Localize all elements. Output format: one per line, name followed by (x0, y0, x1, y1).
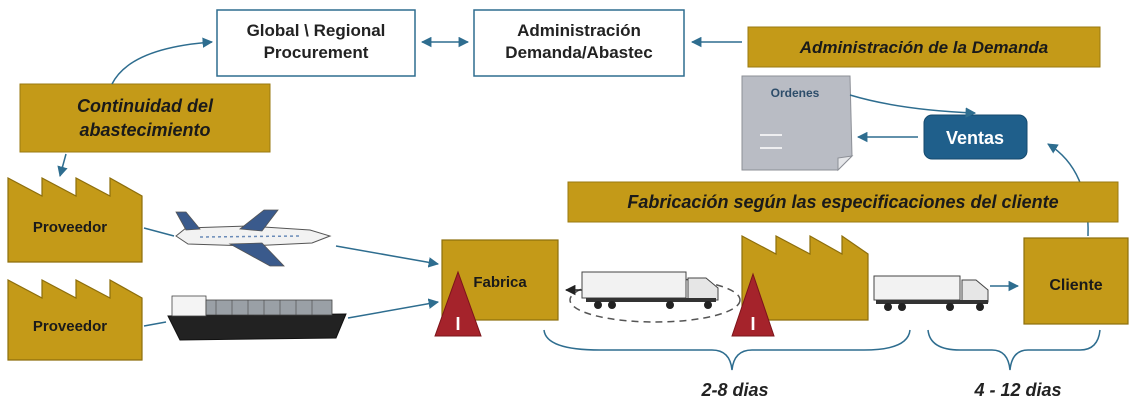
factory-2 (741, 234, 869, 321)
truck-icon-1 (581, 271, 719, 309)
dashed-loop (569, 277, 741, 323)
warning-mark-1: I (455, 314, 460, 334)
brace-2-8-dias (543, 329, 911, 371)
ventas-label: Ventas (946, 128, 1004, 148)
line-proveedor1-to-plane (143, 227, 175, 237)
ordenes-document: Ordenes (741, 75, 854, 172)
arrow-continuidad-to-procurement (111, 37, 214, 85)
arrow-plane-to-fabrica (335, 245, 440, 268)
fabrica-label: Fabrica (473, 274, 527, 291)
warning-triangle-2: I (731, 272, 775, 337)
banner-demanda: Administración de la Demanda (747, 26, 1101, 68)
continuidad-line-1: Continuidad del (77, 96, 214, 116)
line-proveedor2-to-ship (143, 321, 167, 327)
warning-mark-2: I (750, 314, 755, 334)
proveedor-factory-1: Proveedor (7, 176, 143, 263)
duration-right: 4 - 12 dias (973, 380, 1061, 400)
banner-demanda-text: Administración de la Demanda (799, 38, 1048, 57)
admin-demanda-box: Administración Demanda/Abastec (473, 9, 685, 77)
ship-icon (167, 295, 347, 341)
arrow-ship-to-fabrica (347, 298, 440, 319)
proveedor-2-label: Proveedor (33, 318, 107, 335)
proveedor-1-label: Proveedor (33, 219, 107, 236)
proveedor-factory-2: Proveedor (7, 278, 143, 361)
warning-triangle-1: I (434, 270, 482, 337)
duration-left: 2-8 dias (700, 380, 768, 400)
banner-continuidad: Continuidad del abastecimiento (19, 83, 271, 153)
procurement-line-1: Global \ Regional (247, 21, 386, 40)
airplane-icon (175, 209, 332, 267)
admin-line-2: Demanda/Abastec (505, 43, 652, 62)
ordenes-label: Ordenes (771, 86, 820, 100)
arrow-continuidad-to-proveedor (57, 153, 68, 178)
cliente-box: Cliente (1023, 237, 1129, 325)
ventas-box: Ventas (923, 114, 1028, 160)
truck-icon-2 (873, 275, 989, 311)
arrow-ordenes-to-ventas (849, 94, 977, 118)
banner-fabricacion-text: Fabricación según las especificaciones d… (627, 192, 1058, 212)
continuidad-line-2: abastecimiento (79, 120, 210, 140)
procurement-box: Global \ Regional Procurement (216, 9, 416, 77)
cliente-label: Cliente (1049, 277, 1102, 294)
admin-line-1: Administración (517, 21, 641, 40)
banner-fabricacion: Fabricación según las especificaciones d… (567, 181, 1119, 223)
brace-4-12-dias (927, 329, 1101, 371)
procurement-line-2: Procurement (264, 43, 369, 62)
